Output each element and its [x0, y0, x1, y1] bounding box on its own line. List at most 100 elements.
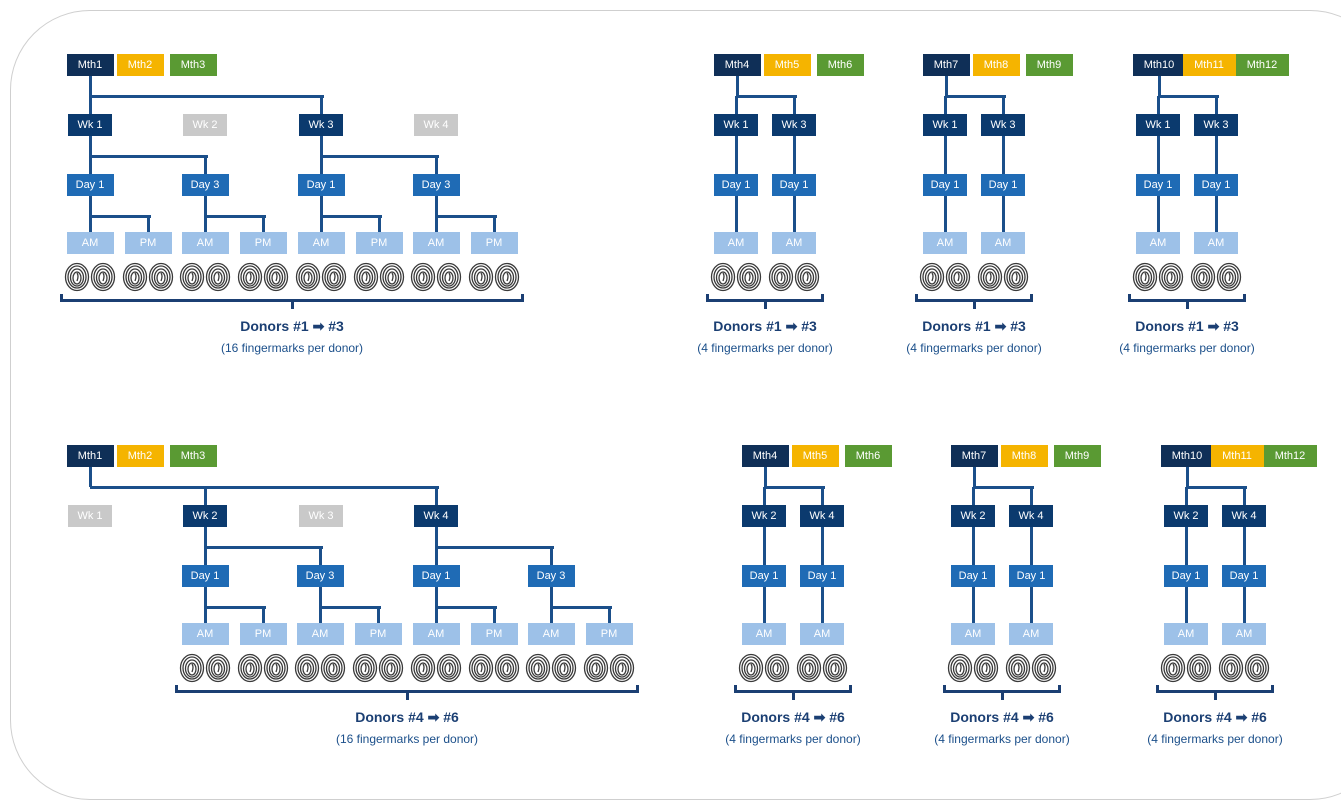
connector-line [89, 196, 92, 216]
connector-line [436, 546, 554, 549]
fingerprint-icon [1218, 653, 1244, 688]
week-box-wk1: Wk 1 [68, 505, 112, 527]
donors-label: Donors #4 ➡ #6 [355, 709, 459, 725]
donor-bracket [60, 294, 524, 302]
connector-line [204, 196, 207, 216]
week-box-wk3: Wk 3 [1194, 114, 1238, 136]
session-box-am: AM [181, 623, 229, 645]
connector-line [972, 587, 975, 623]
week-box-wk2: Wk 2 [1164, 505, 1208, 527]
fingermarks-per-donor-label: (4 fingermarks per donor) [725, 732, 861, 746]
month-box-mth2: Mth2 [116, 445, 164, 467]
connector-line [319, 607, 322, 623]
session-box-am: AM [412, 623, 460, 645]
month-box-mth6: Mth6 [844, 445, 892, 467]
month-box-mth11: Mth11 [1210, 445, 1264, 467]
day-box-day1: Day 1 [981, 174, 1025, 196]
fingerprint-icon [379, 262, 405, 297]
session-box-am: AM [772, 232, 816, 254]
connector-line [205, 606, 266, 609]
donor-bracket [706, 294, 824, 302]
connector-line [204, 156, 207, 174]
fingerprint-icon [794, 262, 820, 297]
bracket-tick [291, 302, 294, 309]
donor-bracket [1156, 685, 1274, 693]
connector-line [378, 216, 381, 232]
fingerprint-icon [263, 653, 289, 688]
connector-line [1185, 587, 1188, 623]
fingerprint-icon [295, 262, 321, 297]
fingerprint-icon [1186, 653, 1212, 688]
fingerprint-icon [796, 653, 822, 688]
connector-line [1215, 136, 1218, 174]
fingerprint-icon [237, 262, 263, 297]
day-box-day1: Day 1 [1222, 565, 1266, 587]
connector-line [435, 156, 438, 174]
connector-line [821, 527, 824, 565]
connector-line [1157, 196, 1160, 232]
connector-line [1243, 487, 1246, 505]
fingerprint-icon [1244, 653, 1270, 688]
day-box-day1: Day 1 [66, 174, 114, 196]
fingerprint-icon [205, 653, 231, 688]
session-box-pm: PM [470, 232, 518, 254]
connector-line [262, 216, 265, 232]
session-box-am: AM [412, 232, 460, 254]
connector-line [436, 215, 497, 218]
fingerprint-icon [468, 262, 494, 297]
donors-label: Donors #4 ➡ #6 [950, 709, 1054, 725]
month-box-mth12: Mth12 [1235, 54, 1289, 76]
session-box-am: AM [296, 623, 344, 645]
fingerprint-icon [321, 262, 347, 297]
connector-line [89, 156, 92, 174]
connector-line [821, 587, 824, 623]
day-box-day3: Day 3 [296, 565, 344, 587]
connector-line [735, 96, 738, 114]
connector-line [205, 215, 266, 218]
connector-line [435, 547, 438, 565]
fingerprint-icon [973, 653, 999, 688]
bracket-tick [1214, 693, 1217, 700]
connector-line [735, 196, 738, 232]
session-box-am: AM [1222, 623, 1266, 645]
week-box-wk2: Wk 2 [183, 114, 227, 136]
session-box-am: AM [527, 623, 575, 645]
fingerprint-icon [768, 262, 794, 297]
connector-line [1243, 587, 1246, 623]
week-box-wk3: Wk 3 [981, 114, 1025, 136]
connector-line [435, 527, 438, 547]
fingerprint-icon [1003, 262, 1029, 297]
donor-bracket [175, 685, 639, 693]
fingerprint-icon [494, 262, 520, 297]
connector-line [763, 587, 766, 623]
day-box-day1: Day 1 [951, 565, 995, 587]
connector-line [435, 607, 438, 623]
connector-line [320, 216, 323, 232]
day-box-day1: Day 1 [181, 565, 229, 587]
connector-line [550, 587, 553, 607]
day-box-day1: Day 1 [772, 174, 816, 196]
connector-line [1215, 196, 1218, 232]
session-box-pm: PM [355, 232, 403, 254]
week-box-wk3: Wk 3 [772, 114, 816, 136]
month-box-mth10: Mth10 [1132, 54, 1186, 76]
donor-bracket [915, 294, 1033, 302]
donors-label: Donors #1 ➡ #3 [713, 318, 817, 334]
connector-line [793, 96, 796, 114]
connector-line [320, 196, 323, 216]
connector-line [320, 96, 323, 114]
connector-line [737, 95, 797, 98]
day-box-day1: Day 1 [1194, 174, 1238, 196]
connector-line [1185, 527, 1188, 565]
connector-line [377, 607, 380, 623]
fingerprint-icon [148, 262, 174, 297]
fingerprint-icon [764, 653, 790, 688]
fingerprint-icon [1005, 653, 1031, 688]
month-box-mth1: Mth1 [66, 54, 114, 76]
fingerprint-icon [468, 653, 494, 688]
connector-line [89, 467, 92, 487]
fingerprint-icon [353, 262, 379, 297]
fingerprint-icon [320, 653, 346, 688]
bracket-tick [973, 302, 976, 309]
month-box-mth3: Mth3 [169, 445, 217, 467]
